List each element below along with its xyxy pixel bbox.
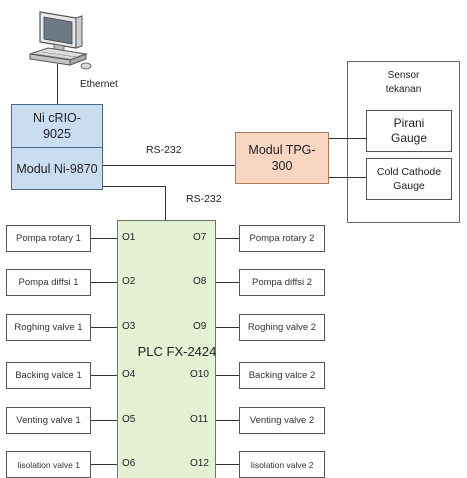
plc-port-label: O1 bbox=[122, 232, 136, 243]
device-box-left-2: Pompa diffsi 1 bbox=[6, 269, 91, 296]
device-label: Backing valce 2 bbox=[248, 370, 316, 381]
device-box-left-1: Pompa rotary 1 bbox=[6, 225, 91, 252]
plc-port-label: O2 bbox=[122, 276, 136, 287]
connector-line bbox=[91, 464, 117, 465]
device-box-right-1: Pompa rotary 2 bbox=[239, 225, 325, 252]
plc-port-label: O10 bbox=[190, 369, 209, 380]
device-label: Venting valve 1 bbox=[16, 415, 81, 426]
connector-line bbox=[91, 327, 117, 328]
cold-cathode-link-line bbox=[329, 177, 366, 178]
device-box-left-3: Roghing valve 1 bbox=[6, 314, 91, 341]
plc-port-label: O5 bbox=[122, 414, 136, 425]
connector-line bbox=[91, 282, 117, 283]
computer-icon bbox=[26, 8, 96, 76]
connector-line bbox=[91, 238, 117, 239]
connector-line bbox=[216, 282, 239, 283]
crio-box: Ni cRIO-9025 bbox=[11, 104, 103, 148]
device-label: Pompa rotary 2 bbox=[249, 233, 315, 244]
plc-port-label: O11 bbox=[190, 414, 209, 425]
modul-ni-9870-box: Modul Ni-9870 bbox=[11, 147, 103, 190]
connector-line bbox=[216, 327, 239, 328]
ethernet-label: Ethernet bbox=[80, 79, 118, 90]
modul-ni-label: Modul Ni-9870 bbox=[16, 161, 98, 176]
device-box-right-3: Roghing valve 2 bbox=[239, 314, 325, 341]
pirani-link-line bbox=[329, 138, 366, 139]
device-box-right-4: Backing valce 2 bbox=[239, 362, 325, 389]
cold-cathode-gauge-box: Cold Cathode Gauge bbox=[366, 158, 452, 200]
tpg-box: Modul TPG-300 bbox=[235, 132, 329, 184]
rs232-line-tpg bbox=[103, 165, 235, 166]
device-label: Backing valce 1 bbox=[15, 370, 82, 381]
plc-port-label: O3 bbox=[122, 321, 136, 332]
device-box-left-4: Backing valce 1 bbox=[6, 362, 91, 389]
plc-port-label: O7 bbox=[193, 232, 207, 243]
pirani-gauge-label: Pirani Gauge bbox=[390, 116, 428, 145]
sensor-group-title: Sensor tekanan bbox=[385, 70, 422, 95]
connector-line bbox=[216, 375, 239, 376]
connector-line bbox=[216, 464, 239, 465]
rs232-line-plc-v bbox=[165, 186, 166, 220]
device-label: Roghing valve 1 bbox=[14, 322, 83, 333]
device-box-right-5: Venting valve 2 bbox=[239, 407, 325, 434]
device-box-left-5: Venting valve 1 bbox=[6, 407, 91, 434]
plc-label: PLC FX-2424 bbox=[137, 344, 217, 359]
device-label: Iisolation valve 1 bbox=[17, 459, 80, 470]
rs232-line-plc-h bbox=[103, 186, 166, 187]
device-label: Pompa rotary 1 bbox=[16, 233, 81, 244]
plc-port-label: O4 bbox=[122, 369, 136, 380]
plc-port-label: O6 bbox=[122, 458, 136, 469]
plc-port-label: O12 bbox=[190, 458, 209, 469]
ethernet-line bbox=[57, 64, 58, 104]
device-label: Pompa diffsi 1 bbox=[18, 277, 79, 288]
pirani-gauge-box: Pirani Gauge bbox=[366, 110, 452, 152]
plc-port-label: O9 bbox=[193, 321, 207, 332]
device-box-right-6: Iisolation valve 2 bbox=[239, 451, 325, 478]
device-box-left-6: Iisolation valve 1 bbox=[6, 451, 91, 478]
connector-line bbox=[91, 375, 117, 376]
device-label: Iisolation valve 2 bbox=[250, 459, 314, 470]
cold-cathode-gauge-label: Cold Cathode Gauge bbox=[376, 166, 442, 192]
rs232-label-top: RS-232 bbox=[146, 144, 182, 156]
plc-box bbox=[117, 220, 216, 478]
tpg-label: Modul TPG-300 bbox=[248, 143, 316, 173]
device-label: Venting valve 2 bbox=[249, 415, 315, 426]
connector-line bbox=[91, 420, 117, 421]
plc-port-label: O8 bbox=[193, 276, 207, 287]
connector-line bbox=[216, 420, 239, 421]
connector-line bbox=[216, 238, 239, 239]
device-label: Roghing valve 2 bbox=[247, 322, 317, 333]
device-label: Pompa diffsi 2 bbox=[251, 277, 313, 288]
rs232-label-bottom: RS-232 bbox=[186, 193, 222, 205]
crio-label: Ni cRIO-9025 bbox=[33, 111, 81, 141]
device-box-right-2: Pompa diffsi 2 bbox=[239, 269, 325, 296]
